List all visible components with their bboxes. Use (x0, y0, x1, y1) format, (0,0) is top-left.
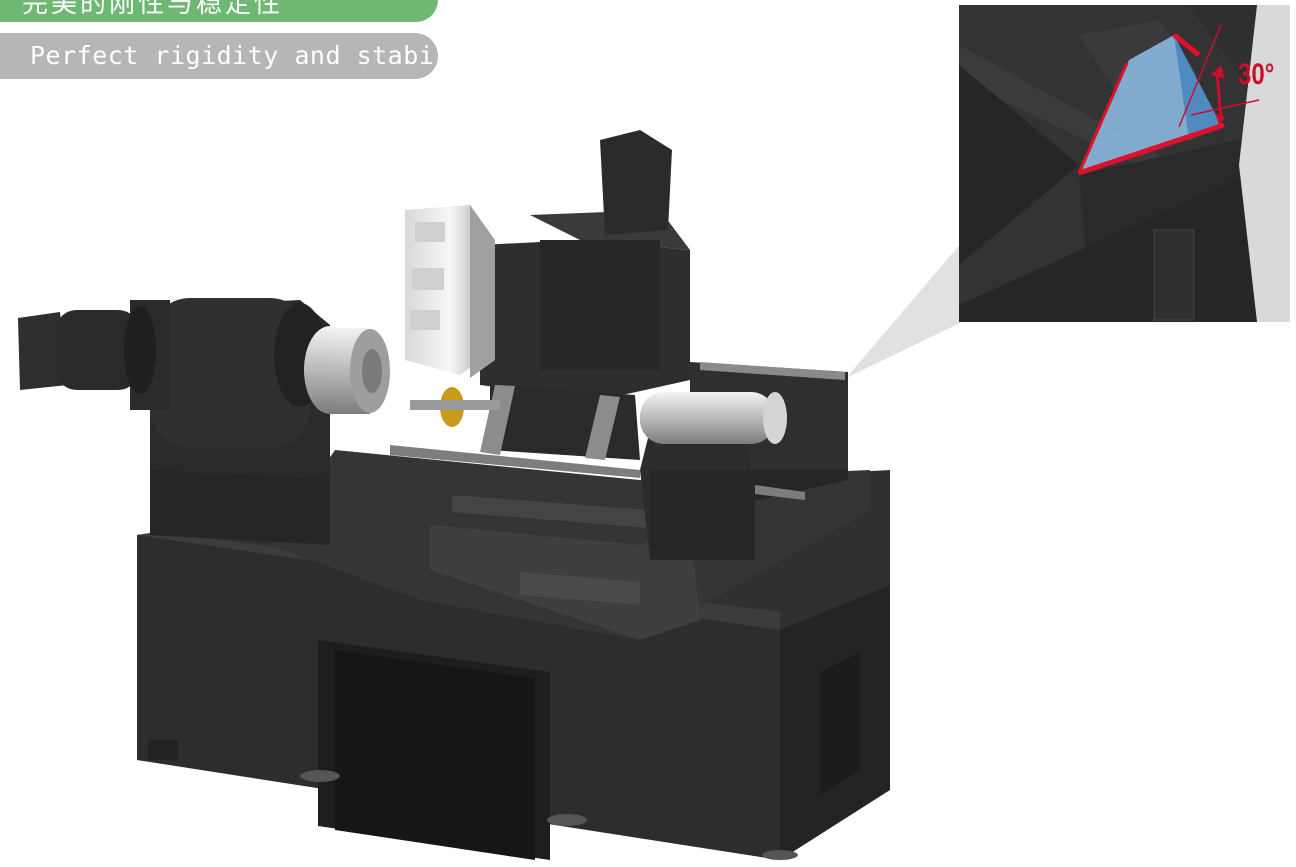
title-zh-text: 完美的刚性与稳定性 (22, 0, 284, 19)
turret-assembly (405, 130, 690, 460)
slant-bed-detail-drawing (959, 5, 1290, 322)
title-badge-en: Perfect rigidity and stability (0, 33, 496, 79)
slant-bed-detail-inset (959, 5, 1290, 322)
headstock (18, 298, 390, 545)
angle-label: 30° (1238, 58, 1275, 91)
title-badge-zh: 完美的刚性与稳定性 (0, 0, 438, 22)
zoom-callout-cone (846, 242, 962, 378)
tailstock (640, 392, 787, 560)
title-en-text: Perfect rigidity and stability (30, 41, 497, 70)
linear-guide-rail (390, 445, 640, 478)
linear-guide-rail-rear (755, 485, 805, 500)
